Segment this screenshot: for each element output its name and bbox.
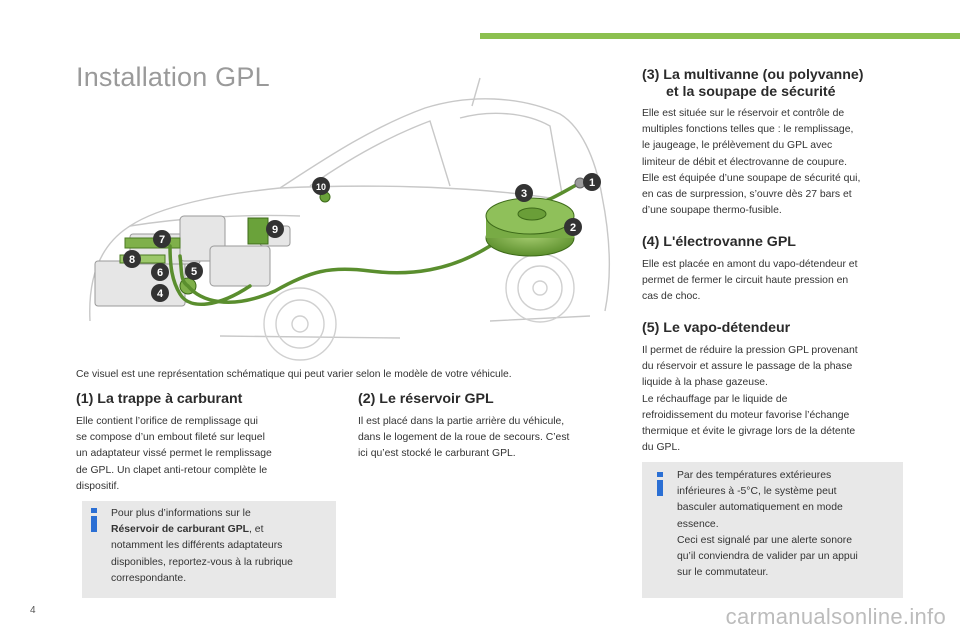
info-box-right: Par des températures extérieures inférie… [642,462,903,598]
info-box-left: Pour plus d’informations sur le Réservoi… [82,501,336,598]
accent-bar [480,33,960,39]
wheel-front [263,287,337,361]
section-3-heading: (3) La multivanne (ou polyvanne) et la s… [642,67,864,100]
section-1-heading: (1) La trappe à carburant [76,391,243,407]
info-icon [657,472,663,496]
section-2-body: Il est placé dans la partie arrière du v… [358,416,570,460]
lpg-ecu [247,217,269,245]
badge-7: 7 [153,230,171,248]
info-icon [91,508,97,532]
section-4-heading: (4) L'électrovanne GPL [642,234,796,250]
illustration-caption: Ce visuel est une représentation schémat… [76,369,512,380]
badge-1: 1 [583,173,601,191]
svg-text:8: 8 [129,254,135,266]
lpg-tank [485,197,575,257]
svg-text:4: 4 [157,288,164,300]
lpg-injectors [119,254,166,264]
badge-8: 8 [123,250,141,268]
link-lpg-tank: Réservoir de carburant GPL [111,524,250,536]
wheel-rear [505,253,575,323]
section-2-heading: (2) Le réservoir GPL [358,391,494,407]
svg-text:10: 10 [316,182,326,192]
lpg-installation-illustration: 1 2 3 4 5 6 7 8 9 10 [89,77,610,361]
watermark: carmanualsonline.info [725,604,946,629]
svg-text:2: 2 [570,222,576,234]
svg-text:3: 3 [521,188,527,200]
page-title: Installation GPL [76,62,270,92]
lpg-rail [124,237,181,249]
badge-10: 10 [312,177,330,195]
badge-6: 6 [151,263,169,281]
svg-text:5: 5 [191,266,197,278]
section-5-body: Il permet de réduire la pression GPL pro… [642,345,858,454]
section-4-body: Elle est placée en amont du vapo-détende… [642,259,858,303]
badge-2: 2 [564,218,582,236]
svg-text:1: 1 [589,177,595,189]
section-5-heading: (5) Le vapo-détendeur [642,320,791,336]
page-number: 4 [30,605,36,616]
badge-3: 3 [515,184,533,202]
section-1-body: Elle contient l’orifice de remplissage q… [76,416,272,492]
svg-text:9: 9 [272,224,278,236]
svg-text:6: 6 [157,267,163,279]
section-3-body: Elle est située sur le réservoir et cont… [642,108,861,217]
badge-9: 9 [266,220,284,238]
badge-5: 5 [185,262,203,280]
badge-4: 4 [151,284,169,302]
svg-text:7: 7 [159,234,165,246]
